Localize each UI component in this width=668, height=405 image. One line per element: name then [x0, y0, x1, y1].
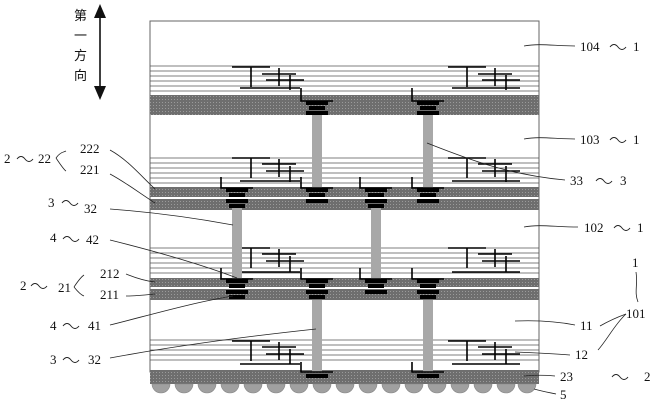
dielectric-104	[150, 95, 539, 115]
direction-char-4: 向	[74, 68, 87, 84]
layer-103	[150, 157, 539, 210]
label-221: 221	[80, 162, 100, 177]
chip-103-left	[232, 157, 304, 182]
label-5: 5	[560, 387, 567, 402]
right-labels: 104 1 103 1 33 3 102 1 1 101 11 12 23 2 …	[426, 39, 651, 402]
label-211: 211	[100, 287, 119, 302]
wiring-lines-103	[150, 157, 539, 184]
pad-cluster-101-right	[411, 362, 444, 378]
pad-cluster-103-d	[411, 177, 444, 203]
label-222: 222	[80, 141, 100, 156]
label-33: 33	[570, 173, 583, 188]
label-32-upper: 32	[84, 201, 97, 216]
label-4-upper: 4	[50, 230, 57, 245]
layer-102	[150, 247, 539, 300]
label-212: 212	[100, 266, 120, 281]
pad-cluster-103-b	[300, 177, 333, 203]
dielectric-211	[150, 289, 539, 300]
wiring-lines-102	[150, 247, 539, 274]
via-32-lower-left	[312, 300, 322, 372]
label-2-upper: 2	[4, 151, 11, 166]
chip-102-left	[232, 247, 304, 273]
chip-101-left	[232, 340, 304, 365]
label-11: 11	[580, 318, 593, 333]
substrate-23	[150, 370, 539, 384]
dielectric-222	[150, 187, 539, 197]
label-4-lower: 4	[50, 318, 57, 333]
pad-cluster-101-left	[300, 362, 333, 378]
pad-cluster-102-c	[359, 268, 392, 294]
pad-cluster-104-right	[411, 88, 444, 115]
pad-cluster-102-b	[300, 268, 333, 299]
pad-cluster-103-c	[359, 177, 392, 208]
direction-char-1: 第	[74, 9, 87, 24]
label-102: 102	[584, 220, 604, 235]
via-32-upper-1	[232, 208, 242, 280]
label-32-lower: 32	[88, 352, 101, 367]
via-33-right	[423, 115, 433, 191]
chip-102-right	[448, 247, 520, 273]
label-101: 101	[626, 306, 646, 321]
label-22: 22	[38, 151, 51, 166]
pad-cluster-103-a	[220, 177, 253, 208]
solder-balls	[151, 383, 537, 394]
layer-104	[150, 65, 539, 115]
label-102-ref: 1	[637, 220, 644, 235]
label-3-lower: 3	[50, 352, 57, 367]
pad-cluster-104-left	[300, 88, 333, 115]
vias	[232, 115, 433, 372]
label-101-ref: 1	[632, 255, 639, 270]
label-42: 42	[86, 232, 99, 247]
via-32-upper-2	[371, 208, 381, 280]
label-12: 12	[575, 347, 588, 362]
label-23: 23	[560, 369, 573, 384]
label-41: 41	[88, 318, 101, 333]
chip-104-left	[232, 66, 304, 90]
label-2-lower: 2	[20, 278, 27, 293]
label-23-ref: 2	[644, 369, 651, 384]
label-3-upper: 3	[48, 195, 55, 210]
label-21: 21	[58, 280, 71, 295]
label-33-ref: 3	[620, 173, 627, 188]
dielectric-221	[150, 199, 539, 210]
pad-cluster-102-a	[220, 268, 253, 299]
first-direction-label: 第 一 方 向	[74, 9, 87, 84]
label-103: 103	[580, 132, 600, 147]
chip-101-right	[448, 340, 520, 365]
direction-char-3: 方	[74, 48, 87, 64]
label-103-ref: 1	[633, 132, 640, 147]
pads	[220, 88, 444, 378]
via-32-lower-right	[423, 300, 433, 372]
wiring-lines-101	[150, 339, 539, 361]
wiring-lines-104	[150, 65, 539, 92]
left-labels: 2 22 222 221 3 32 4 42 2 21 212 211 4 41…	[4, 141, 317, 367]
label-104-ref: 1	[633, 39, 640, 54]
via-33-left	[312, 115, 322, 191]
direction-char-2: 一	[74, 29, 87, 44]
chip-104-right	[448, 66, 520, 90]
first-direction-arrow	[94, 4, 106, 100]
pad-cluster-102-d	[411, 268, 444, 299]
label-104: 104	[580, 39, 600, 54]
dielectric-212	[150, 278, 539, 287]
layer-101	[150, 339, 539, 384]
